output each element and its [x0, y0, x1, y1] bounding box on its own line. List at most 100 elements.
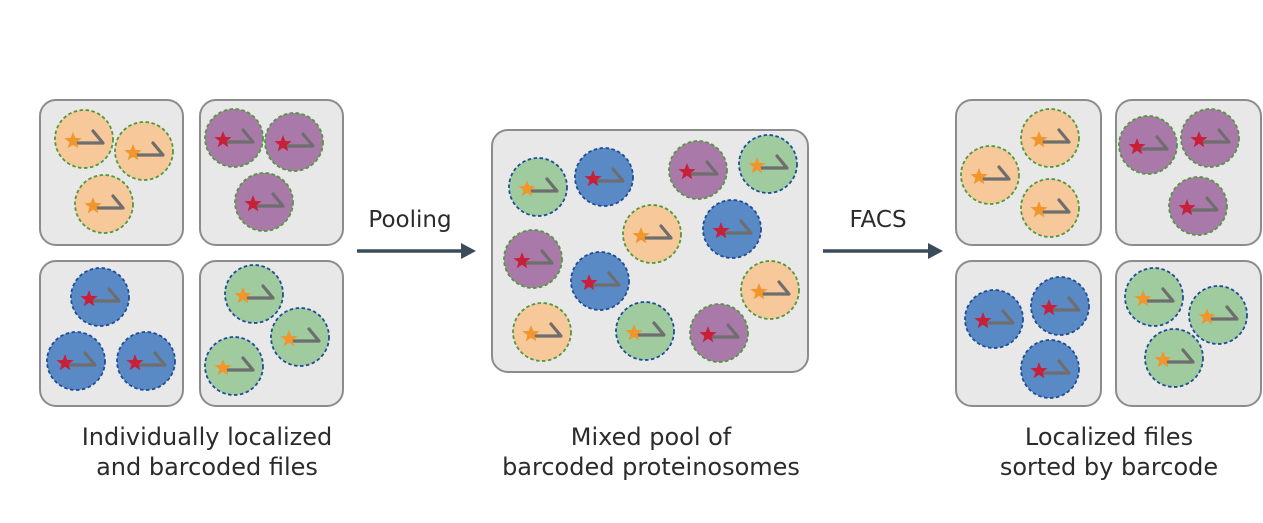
particle-body	[570, 251, 630, 311]
linker-icon	[757, 280, 791, 296]
particle-body	[224, 264, 284, 324]
linker-icon	[1197, 128, 1231, 144]
star-icon	[124, 144, 142, 161]
star-icon	[84, 197, 102, 214]
star-icon	[584, 170, 602, 187]
linker-icon	[981, 309, 1015, 325]
arrows-layer	[357, 243, 943, 259]
particle-body	[1180, 108, 1240, 168]
linker-icon	[1135, 135, 1169, 151]
linker-icon	[587, 271, 621, 287]
star-icon	[1134, 290, 1152, 307]
star-icon	[1128, 138, 1146, 155]
linker-icon	[719, 219, 753, 235]
particle-body	[114, 121, 174, 181]
star-icon	[712, 222, 730, 239]
panels-layer	[39, 99, 1262, 407]
left-particle-orange	[114, 121, 174, 181]
left-panel-green-particles	[204, 264, 330, 396]
right-panel-green-particles	[1124, 267, 1248, 388]
right-particle-green	[1144, 328, 1204, 388]
mixed-particle-orange	[740, 260, 800, 320]
particle-body	[689, 303, 749, 363]
star-icon	[1178, 199, 1196, 216]
star-icon	[244, 195, 262, 212]
particle-body	[622, 204, 682, 264]
particle-body	[740, 260, 800, 320]
right-caption-line2: sorted by barcode	[999, 453, 1219, 481]
particle-body	[960, 145, 1020, 205]
linker-icon	[1141, 287, 1175, 303]
star-icon	[632, 227, 650, 244]
linker-icon	[87, 287, 121, 303]
right-panel-orange-particles	[960, 108, 1080, 238]
star-icon	[678, 163, 696, 180]
mixed-particle-green	[508, 157, 568, 217]
middle-caption: Mixed pool of barcoded proteinosomes	[466, 422, 836, 482]
star-icon	[214, 131, 232, 148]
particle-body	[512, 302, 572, 362]
mixed-pool-particles	[503, 134, 800, 363]
linker-icon	[1185, 196, 1219, 212]
star-icon	[1030, 131, 1048, 148]
linker-icon	[287, 327, 321, 343]
right-particle-purple	[1180, 108, 1240, 168]
linker-icon	[221, 356, 255, 372]
linker-icon	[632, 321, 666, 337]
star-icon	[522, 325, 540, 342]
left-particle-green	[270, 307, 330, 367]
left-particle-orange	[54, 109, 114, 169]
right-particle-orange	[1020, 178, 1080, 238]
particle-body	[702, 199, 762, 259]
right-panel-blue-particles	[964, 276, 1090, 399]
mixed-particle-purple	[668, 140, 728, 200]
linker-icon	[706, 323, 740, 339]
linker-icon	[977, 165, 1011, 181]
star-icon	[1190, 131, 1208, 148]
middle-caption-line2: barcoded proteinosomes	[502, 453, 800, 481]
star-icon	[64, 132, 82, 149]
star-icon	[1154, 351, 1172, 368]
linker-icon	[91, 194, 125, 210]
mixed-particle-purple	[689, 303, 749, 363]
right-particle-blue	[964, 289, 1024, 349]
particle-body	[738, 134, 798, 194]
linker-icon	[131, 141, 165, 157]
mixed-particle-orange	[512, 302, 572, 362]
star-icon	[974, 312, 992, 329]
right-caption-line1: Localized files	[1024, 423, 1194, 451]
particle-body	[1118, 115, 1178, 175]
particle-body	[1020, 339, 1080, 399]
particle-body	[74, 174, 134, 234]
star-icon	[518, 180, 536, 197]
linker-icon	[241, 284, 275, 300]
right-particle-blue	[1020, 339, 1080, 399]
mixed-particle-orange	[622, 204, 682, 264]
right-particle-orange	[1020, 108, 1080, 168]
linker-icon	[221, 128, 255, 144]
star-icon	[748, 157, 766, 174]
right-panel-purple-particles	[1118, 108, 1240, 236]
linker-icon	[281, 132, 315, 148]
linker-icon	[71, 129, 105, 145]
star-icon	[970, 168, 988, 185]
star-icon	[513, 252, 531, 269]
particle-body	[270, 307, 330, 367]
particle-body	[574, 147, 634, 207]
particle-body	[1144, 328, 1204, 388]
right-particle-purple	[1118, 115, 1178, 175]
star-icon	[126, 354, 144, 371]
linker-icon	[1037, 359, 1071, 375]
particle-body	[234, 172, 294, 232]
left-panel-blue-particles	[46, 267, 176, 391]
star-icon	[274, 135, 292, 152]
left-caption: Individually localized and barcoded file…	[22, 422, 392, 482]
left-particle-purple	[204, 108, 264, 168]
right-particle-orange	[960, 145, 1020, 205]
pooling-arrow-icon	[357, 243, 476, 259]
particle-body	[46, 331, 106, 391]
linker-icon	[1037, 128, 1071, 144]
mixed-particle-green	[738, 134, 798, 194]
mixed-particle-green	[615, 301, 675, 361]
